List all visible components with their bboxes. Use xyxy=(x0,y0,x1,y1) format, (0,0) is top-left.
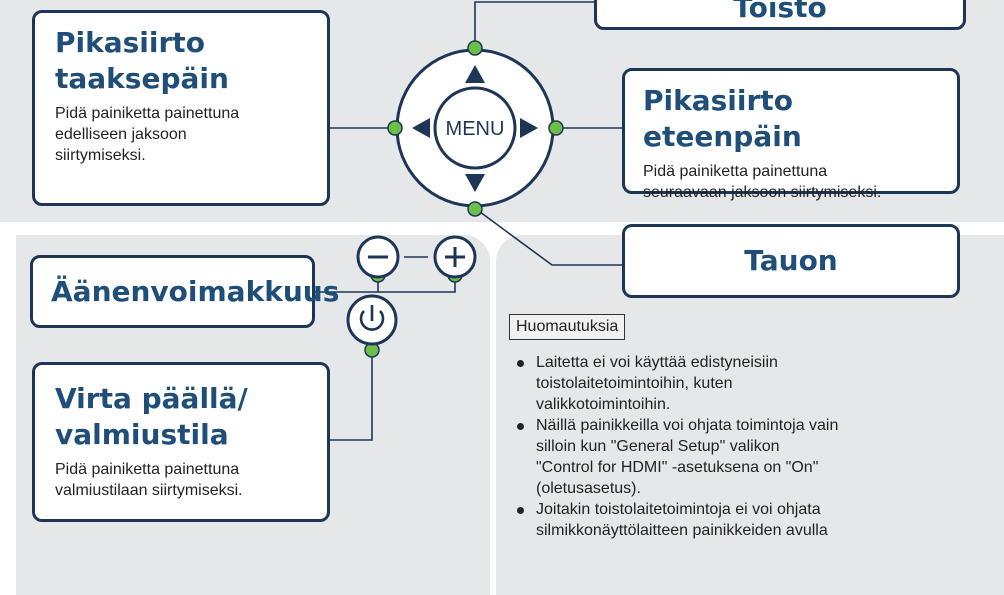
note-line: Näillä painikkeilla voi ohjata toimintoj… xyxy=(536,417,839,434)
note-line: Laitetta ei voi käyttää edistyneisiin xyxy=(536,354,778,371)
forward-title: Pikasiirto eteenpäin xyxy=(643,84,802,153)
left-arrow-icon xyxy=(412,118,430,138)
connector-volume-plus xyxy=(378,275,456,293)
connector-pause xyxy=(475,208,622,266)
note-line: Joitakin toistolaitetoimintoja ei voi oh… xyxy=(536,501,821,518)
bullet-icon xyxy=(517,360,524,367)
note-line: "Control for HDMI" -asetuksena on "On" xyxy=(536,459,819,476)
list-item: Laitetta ei voi käyttää edistyneisiin to… xyxy=(512,352,932,415)
right-arrow-icon xyxy=(520,118,538,138)
power-callout-box: Virta päällä/ valmiustila Pidä painikett… xyxy=(32,362,330,522)
rewind-callout-box: Pikasiirto taaksepäin Pidä painiketta pa… xyxy=(32,10,330,206)
rewind-desc-line2: edelliseen jaksoon xyxy=(55,126,187,143)
note-line: silmikkonäyttölaitteen painikkeiden avul… xyxy=(536,522,828,539)
power-title-line1: Virta päällä/ xyxy=(55,382,248,415)
note-line: toistolaitetoimintoihin, kuten xyxy=(536,375,733,392)
node-down xyxy=(467,201,483,217)
bullet-icon xyxy=(517,423,524,430)
node-left xyxy=(387,120,403,136)
rewind-desc-line1: Pidä painiketta painettuna xyxy=(55,105,240,122)
forward-desc-line2: seuraavaan jaksoon siirtymiseksi. xyxy=(643,184,882,201)
play-callout-box: Toisto xyxy=(594,0,966,30)
pause-callout-box: Tauon xyxy=(622,224,960,298)
node-right xyxy=(548,120,564,136)
volume-title: Äänenvoimakkuus xyxy=(51,274,340,308)
list-item: Näillä painikkeilla voi ohjata toimintoj… xyxy=(512,415,932,499)
forward-desc-line1: Pidä painiketta painettuna xyxy=(643,163,828,180)
rewind-desc-line3: siirtymiseksi. xyxy=(55,147,146,164)
notes-list: Laitetta ei voi käyttää edistyneisiin to… xyxy=(512,352,932,541)
power-desc-line1: Pidä painiketta painettuna xyxy=(55,461,240,478)
note-line: silloin kun "General Setup" valikon xyxy=(536,438,780,455)
menu-button-ring xyxy=(433,86,517,170)
note-line: (oletusasetus). xyxy=(536,480,641,497)
volume-callout-box: Äänenvoimakkuus xyxy=(30,255,339,328)
down-arrow-icon xyxy=(465,174,485,192)
up-arrow-icon xyxy=(465,65,485,83)
menu-label: MENU xyxy=(446,118,505,140)
forward-callout-box: Pikasiirto eteenpäin Pidä painiketta pai… xyxy=(622,68,960,201)
bullet-icon xyxy=(517,507,524,514)
list-item: Joitakin toistolaitetoimintoja ei voi oh… xyxy=(512,499,932,541)
power-icon xyxy=(359,310,385,331)
note-line: valikkotoimintoihin. xyxy=(536,396,671,413)
pause-title: Tauon xyxy=(744,244,838,277)
play-title: Toisto xyxy=(733,0,827,24)
node-up xyxy=(467,40,483,56)
rewind-title-line2: taaksepäin xyxy=(55,62,229,95)
rewind-title-line1: Pikasiirto xyxy=(55,26,205,59)
power-desc-line2: valmiustilaan siirtymiseksi. xyxy=(55,482,243,499)
power-title-line2: valmiustila xyxy=(55,418,229,451)
connector-top xyxy=(474,1,594,48)
notes-label: Huomautuksia xyxy=(509,314,626,340)
connector-power xyxy=(330,350,373,441)
